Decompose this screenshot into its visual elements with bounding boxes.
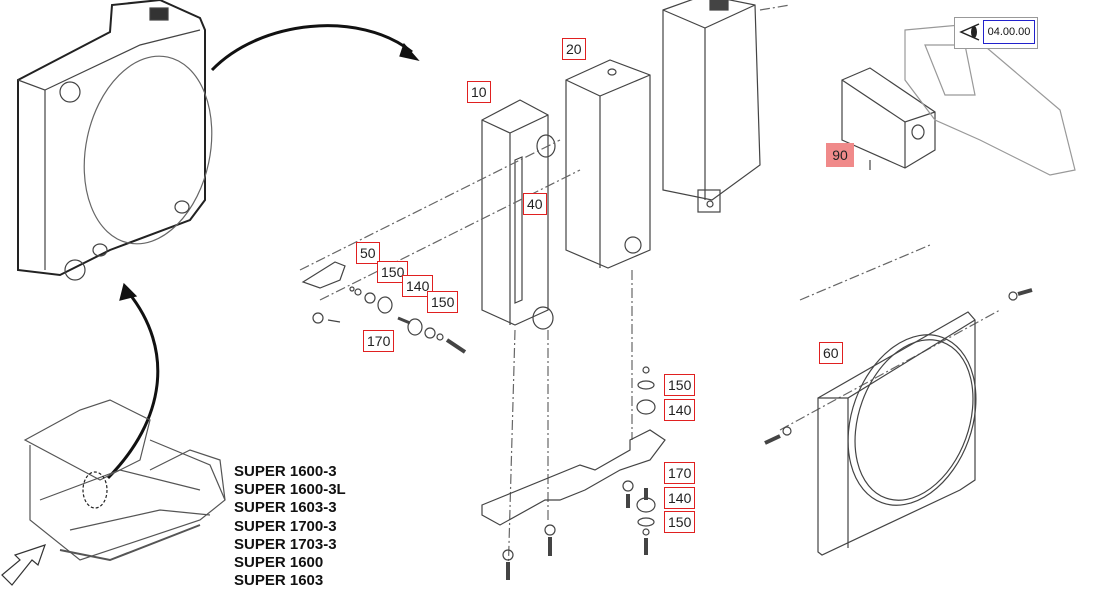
model-name: SUPER 1700-3: [234, 517, 337, 535]
mounting-bracket: [904, 24, 1076, 176]
model-name: SUPER 1603-3: [234, 499, 337, 517]
mounting-plate: [481, 366, 666, 580]
assembled-radiator-illustration: [17, 0, 213, 281]
part-20-charge-air-cooler: [565, 59, 651, 269]
model-name: SUPER 1600-3: [234, 463, 337, 480]
callout-140[interactable]: 140: [664, 487, 696, 509]
callout-90-highlighted[interactable]: 90: [826, 143, 854, 167]
callout-50[interactable]: 50: [356, 242, 380, 264]
callout-40[interactable]: 40: [523, 193, 547, 215]
flow-arrow-top: [210, 24, 413, 72]
view-direction-arrow: [1, 544, 46, 586]
eye-icon[interactable]: [957, 20, 983, 44]
callout-140[interactable]: 140: [402, 275, 434, 297]
radiator-core: [662, 0, 761, 213]
flow-arrow-bottom: [106, 291, 160, 480]
callout-170[interactable]: 170: [664, 462, 696, 484]
part-10-oil-cooler: [481, 99, 556, 330]
model-name: SUPER 1600: [234, 554, 324, 572]
callout-150[interactable]: 150: [427, 291, 459, 313]
view-navigation-box: 04.00.00: [954, 17, 1038, 49]
callout-140[interactable]: 140: [664, 399, 696, 421]
model-name: SUPER 1703-3: [234, 535, 337, 553]
callout-150[interactable]: 150: [664, 374, 696, 396]
callout-150[interactable]: 150: [664, 511, 696, 533]
section-code-link[interactable]: 04.00.00: [983, 20, 1035, 44]
part-60-fan-shroud: [764, 288, 1033, 556]
model-list: SUPER 1600-3 SUPER 1600-3L SUPER 1603-3 …: [234, 463, 346, 590]
model-name: SUPER 1600-3L: [234, 481, 346, 499]
part-90-expansion-tank: [841, 67, 936, 170]
callout-60[interactable]: 60: [819, 342, 843, 364]
paver-machine-illustration: [1, 399, 226, 586]
callout-10[interactable]: 10: [467, 81, 491, 103]
part-50-bracket: [301, 261, 467, 354]
callout-20[interactable]: 20: [562, 38, 586, 60]
callout-170[interactable]: 170: [363, 330, 395, 352]
callout-150[interactable]: 150: [377, 261, 409, 283]
model-name: SUPER 1603: [234, 572, 324, 590]
